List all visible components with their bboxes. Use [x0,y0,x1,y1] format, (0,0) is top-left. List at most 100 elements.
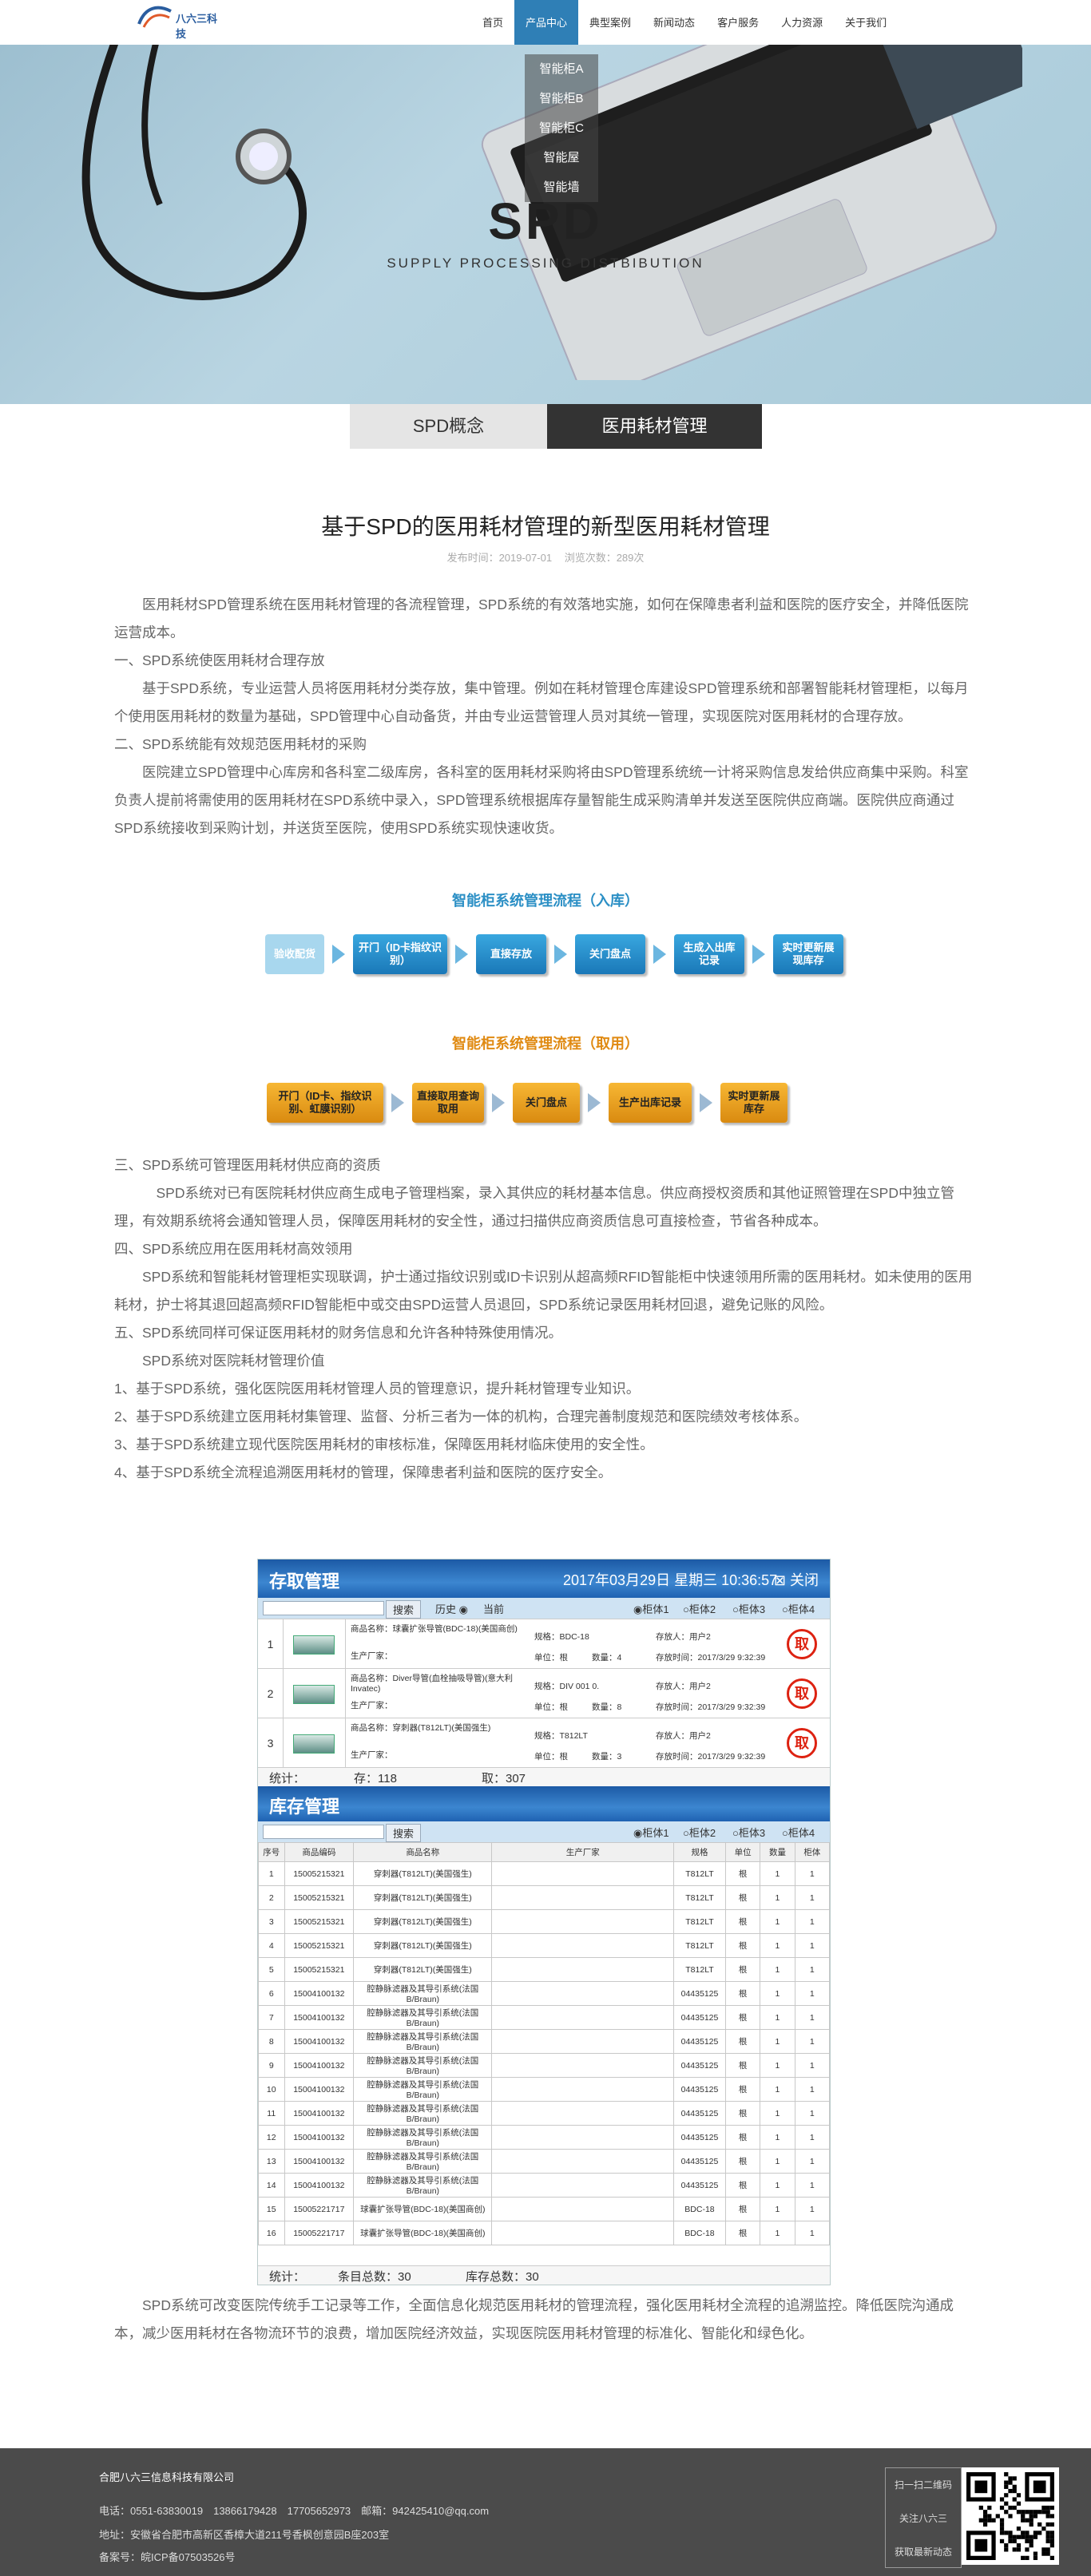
table-cell [491,1981,674,2006]
nav-item[interactable]: 产品中心 [514,0,579,45]
inventory-search-input[interactable] [263,1825,384,1839]
column-header[interactable]: 数量 [760,1842,795,1862]
record-time: 存放时间：2017/3/29 9:32:39 [656,1752,766,1762]
flow-arrow-icon [332,945,345,964]
section-tabs: SPD概念 医用耗材管理 [350,404,762,449]
nav-item[interactable]: 客户服务 [717,17,760,29]
inv-cabinet-radio-1[interactable]: ◉柜体1 [633,1827,669,1839]
column-header[interactable]: 单位 [724,1842,761,1862]
table-cell: 1 [794,1909,831,1934]
table-cell: 04435125 [672,2053,726,2078]
close-button[interactable]: ⊠ 关闭 [773,1572,819,1588]
take-button[interactable]: 取 [787,1678,817,1709]
tab-consumables-management[interactable]: 医用耗材管理 [547,404,762,449]
footer-icp[interactable]: 备案号：皖ICP备07503526号 [99,2551,236,2563]
article-paragraph: 四、SPD系统应用在医用耗材高效领用 [114,1241,353,1257]
dropdown-item[interactable]: 智能屋 [543,151,580,164]
nav-item[interactable]: 新闻动态 [653,17,696,29]
dropdown-item[interactable]: 智能柜C [539,121,584,135]
table-cell: 15005221717 [284,2197,355,2221]
access-toolbar: 搜索 历史 ◉ 当前 ◉柜体1 ○柜体2 ○柜体3 ○柜体4 [258,1598,830,1619]
table-cell: 穿刺器(T812LT)(美国强生) [353,1885,493,1910]
flow-title-inbound: 智能柜系统管理流程（入库） [452,893,639,909]
hero-subtitle: SUPPLY PROCESSING DISTBIBUTION [387,256,704,271]
table-cell: 10 [258,2077,285,2102]
table-cell [491,1957,674,1982]
cabinet-radio-3[interactable]: ○柜体3 [732,1603,766,1615]
nav-item[interactable]: 人力资源 [781,17,823,29]
table-cell: T812LT [672,1861,726,1886]
dropdown-item[interactable]: 智能墙 [543,180,580,194]
column-header[interactable]: 序号 [258,1842,285,1862]
cabinet-radio-2[interactable]: ○柜体2 [683,1603,716,1615]
dropdown-item[interactable]: 智能柜A [539,62,584,76]
column-header[interactable]: 生产厂家 [491,1842,674,1862]
table-cell: 1 [794,2029,831,2054]
column-header[interactable]: 规格 [672,1842,726,1862]
table-cell: 04435125 [672,2077,726,2102]
article-body-part1: 医用耗材SPD管理系统在医用耗材管理的各流程管理，SPD系统的有效落地实施，如何… [114,591,980,842]
inventory-toolbar: 搜索 ◉柜体1 ○柜体2 ○柜体3 ○柜体4 [258,1821,830,1842]
nav-item[interactable]: 关于我们 [845,17,887,29]
column-header[interactable]: 商品名称 [353,1842,493,1862]
inventory-search-button[interactable]: 搜索 [386,1824,422,1842]
column-header[interactable]: 柜体 [794,1842,831,1862]
article-paragraph: 医用耗材SPD管理系统在医用耗材管理的各流程管理，SPD系统的有效落地实施，如何… [114,596,969,640]
cabinet-label: 柜体4 [788,1603,815,1615]
table-cell: 14 [258,2173,285,2198]
table-cell: 15004100132 [284,2029,355,2054]
history-radio[interactable]: 历史 ◉ [435,1603,468,1615]
cabinet-label: 柜体2 [688,1603,716,1615]
nav-item[interactable]: 首页 [482,17,504,29]
taken-count: 取：307 [482,1772,526,1785]
table-cell: 1 [794,2077,831,2102]
inv-cabinet-radio-4[interactable]: ○柜体4 [782,1827,815,1839]
table-cell: 15005215321 [284,1933,355,1958]
inv-cabinet-radio-3[interactable]: ○柜体3 [732,1827,766,1839]
table-cell: 根 [724,1933,761,1958]
take-button[interactable]: 取 [787,1728,817,1758]
company-logo[interactable]: 八六三科技 [136,3,224,40]
current-radio[interactable]: 当前 [483,1601,504,1616]
summary-label: 统计： [269,1772,306,1785]
footer-company: 合肥八六三信息科技有限公司 [99,2471,235,2483]
table-cell: 根 [724,1909,761,1934]
inv-cabinet-radio-2[interactable]: ○柜体2 [683,1827,716,1839]
nav-item[interactable]: 典型案例 [589,17,632,29]
table-cell [491,2101,674,2126]
cabinet-radio-1[interactable]: ◉柜体1 [633,1603,669,1615]
take-button[interactable]: 取 [787,1629,817,1659]
tab-spd-concept[interactable]: SPD概念 [350,404,547,449]
search-button[interactable]: 搜索 [386,1600,422,1619]
cabinet-radio-4[interactable]: ○柜体4 [782,1603,815,1615]
table-cell: 1 [794,1861,831,1886]
table-cell: 04435125 [672,2149,726,2174]
search-input[interactable] [263,1601,384,1615]
column-header[interactable]: 商品编码 [284,1842,355,1862]
table-cell: 根 [724,2149,761,2174]
dropdown-item[interactable]: 智能柜B [539,92,584,105]
flow-step: 直接取用查询取用 [412,1083,484,1123]
table-cell: 3 [258,1909,285,1934]
